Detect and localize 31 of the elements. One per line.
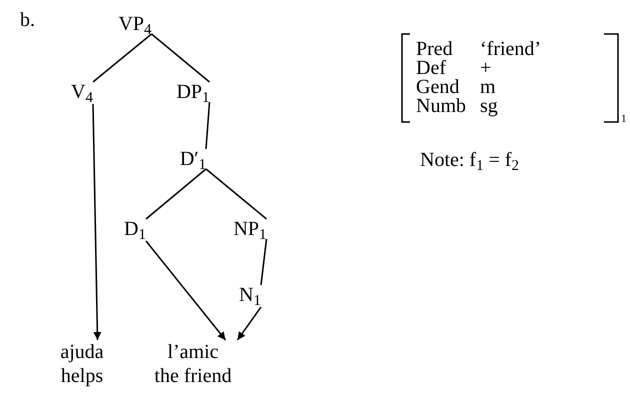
note-text: Note: f$_{1}$ = f$_{2}$: [420, 150, 520, 170]
word: l’amic: [167, 340, 219, 364]
feature-name: Def: [416, 59, 447, 78]
tree-branch: [260, 238, 268, 286]
tree-label: D$_{1}$: [124, 217, 146, 241]
feature-value: sg: [480, 97, 499, 116]
tree-label: DP$_{1}$: [176, 80, 210, 104]
tree-label: NP$_{1}$: [233, 217, 267, 241]
structure-index: 1: [621, 114, 626, 125]
tree-branch: [206, 168, 267, 220]
gloss: the friend: [154, 364, 232, 388]
tree-branch: [92, 33, 152, 83]
feature-value: m: [480, 78, 497, 97]
feature-name: Numb: [416, 97, 466, 116]
arrow: [92, 104, 102, 340]
feature-name: Pred: [416, 40, 454, 59]
tree-branch: [146, 168, 206, 220]
word: ajuda: [60, 340, 104, 364]
tree-branch: [151, 33, 210, 83]
feature-value: +: [480, 59, 492, 78]
tree-label: VP$_{4}$: [118, 12, 152, 36]
example-letter: b.: [20, 10, 35, 30]
tree-label: N$_{1}$: [239, 283, 261, 307]
tree-label: V$_{4}$: [71, 80, 93, 104]
arrow: [145, 240, 226, 340]
arrow: [236, 306, 262, 340]
gloss: helps: [60, 364, 104, 388]
feature-value: ‘friend’: [480, 40, 542, 59]
feature-name: Gend: [416, 78, 460, 97]
tree-branch: [205, 102, 210, 150]
tree-label: D′$_{1}$: [180, 147, 206, 171]
